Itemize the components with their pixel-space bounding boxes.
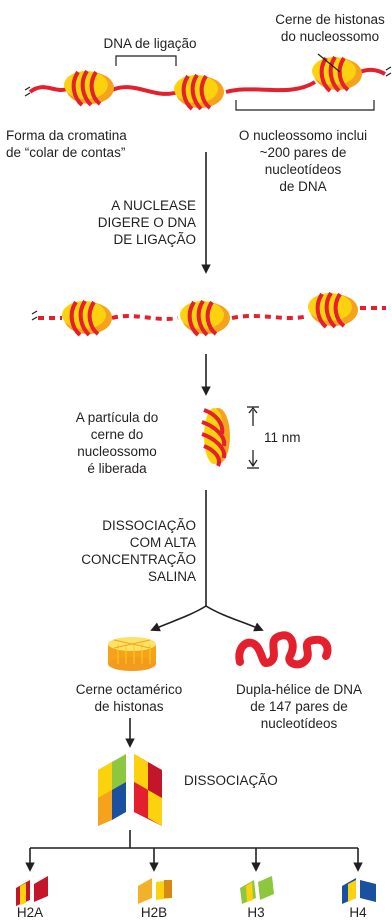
beads-label-2: de “colar de contas” xyxy=(6,145,126,160)
nuclease-label-1: A NUCLEASE xyxy=(111,198,196,213)
salt-label-1: DISSOCIAÇÃO xyxy=(102,518,196,533)
core-particle xyxy=(201,408,230,467)
particle-label-1: A partícula do xyxy=(75,410,159,425)
h2a-dimer xyxy=(16,876,48,906)
dimer-tree xyxy=(25,830,363,872)
histone-core-pointer xyxy=(317,53,341,73)
h2a-label: H2A xyxy=(16,905,44,920)
salt-label-4: SALINA xyxy=(147,569,196,584)
particle-label-2: cerne do xyxy=(90,427,144,442)
nucleosome-label-3: nucleotídeos xyxy=(264,162,342,177)
histone-octamer xyxy=(108,637,156,671)
nucleosome-bracket xyxy=(235,100,375,111)
helix-label-2: de 147 pares de xyxy=(250,699,348,714)
octamer-label-1: Cerne octamérico xyxy=(75,682,183,697)
nuclease-label-2: DIGERE O DNA xyxy=(97,215,196,230)
nuclease-label-3: DE LIGAÇÃO xyxy=(113,232,196,247)
linker-bracket xyxy=(115,55,177,66)
beads-label-1: Forma da cromatina xyxy=(6,128,127,143)
size-label: 11 nm xyxy=(264,430,301,445)
digested-chromatin xyxy=(31,291,386,337)
salt-label-2: COM ALTA xyxy=(129,535,196,550)
h2b-dimer xyxy=(138,878,172,904)
helix-label-3: nucleotídeos xyxy=(260,716,338,731)
h4-dimer xyxy=(342,878,376,904)
branch-right xyxy=(205,605,264,632)
helix-label-1: Dupla-hélice de DNA xyxy=(235,682,363,697)
particle-label-3: nucleossomo xyxy=(77,444,157,459)
nucleosome-label-1: O nucleossomo inclui xyxy=(238,128,368,143)
h3-dimer xyxy=(240,876,274,904)
nucleosome-label-2: ~200 pares de xyxy=(259,145,347,160)
beads-on-string xyxy=(24,55,392,111)
nucleosome-label-4: de DNA xyxy=(279,179,327,194)
scale-11nm xyxy=(247,406,259,469)
particle-label-4: é liberada xyxy=(87,461,147,476)
branch-left xyxy=(150,605,207,632)
octamer-label-2: de histonas xyxy=(94,699,164,714)
histone-core-label-2: do nucleossomo xyxy=(280,29,380,44)
split-octamer xyxy=(98,754,162,826)
h2b-label: H2B xyxy=(140,905,168,920)
h3-label: H3 xyxy=(247,905,265,920)
linker-dna-label: DNA de ligação xyxy=(103,36,197,51)
histone-core-label-1: Cerne de histonas xyxy=(275,12,385,27)
dissociation-label: DISSOCIAÇÃO xyxy=(184,773,278,788)
dna-double-helix xyxy=(235,631,332,669)
h4-label: H4 xyxy=(349,905,367,920)
salt-label-3: CONCENTRAÇÃO xyxy=(81,552,196,567)
